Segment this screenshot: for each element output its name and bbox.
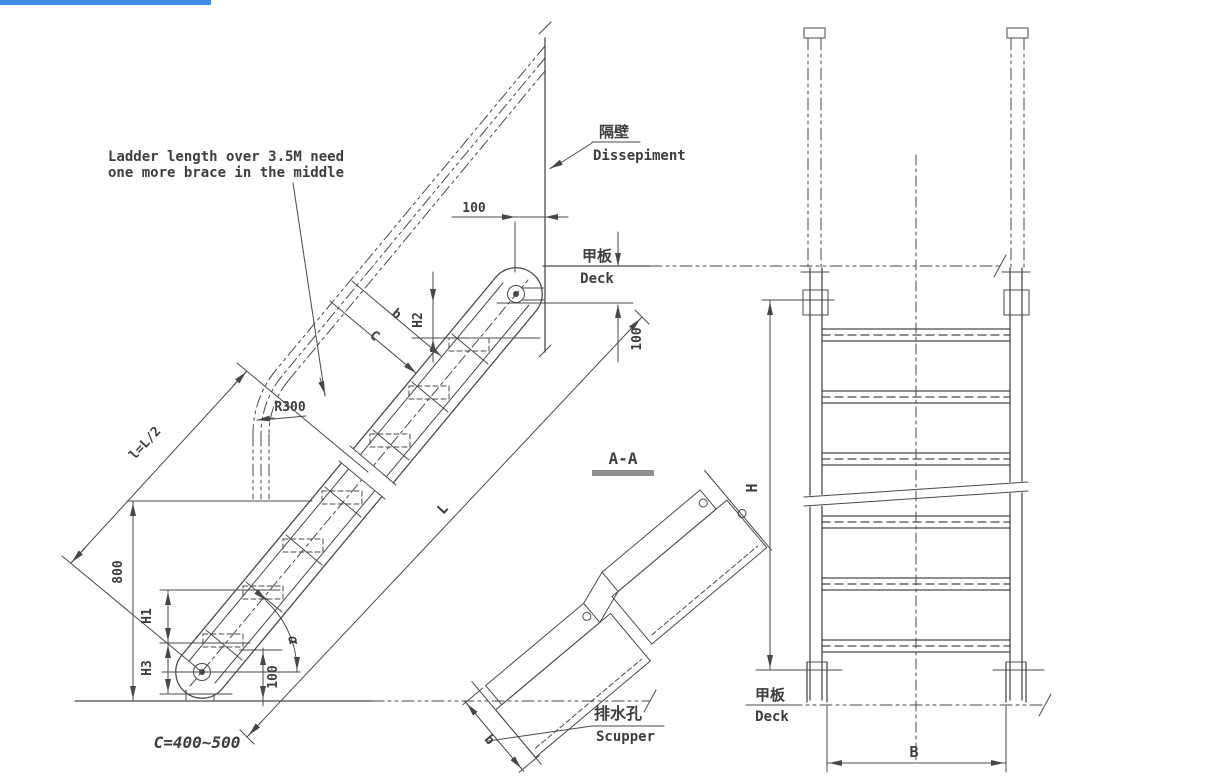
ladder-front — [755, 267, 1045, 703]
dim-label-below-deck: 100 — [630, 327, 645, 351]
note-annotation: Ladder length over 3.5M need one more br… — [108, 149, 344, 397]
dim-label-top-offset: 100 — [462, 201, 486, 216]
handrail-phantom — [252, 45, 546, 500]
dim-label-h3: H3 — [140, 660, 155, 676]
deck-line-side — [542, 254, 1007, 278]
front-view: 甲板 Deck H B — [743, 27, 1052, 773]
side-view: Ladder length over 3.5M need one more br… — [61, 21, 1007, 752]
dim-label-h1: H1 — [140, 608, 155, 624]
deck-label-side-cn: 甲板 — [582, 247, 613, 265]
bulkhead-label-en: Dissepiment — [593, 148, 686, 164]
dim-label-800: 800 — [111, 560, 126, 584]
bulkhead-label: 隔壁 Dissepiment — [549, 123, 686, 169]
section-title-underline — [592, 470, 654, 476]
dim-label-step-spacing: C=400~500 — [154, 733, 241, 752]
ladder-treads-side — [202, 333, 490, 661]
dim-label-b-side: b — [388, 306, 404, 323]
ladder-side — [175, 267, 545, 702]
scupper-label-cn: 排水孔 — [594, 704, 642, 723]
dim-label-h: H — [743, 483, 761, 492]
dim-label-half-length: l=L/2 — [127, 424, 165, 463]
section-body: b — [462, 469, 772, 773]
base-line — [74, 689, 657, 713]
section-title: A-A — [609, 449, 638, 468]
note-line2: one more brace in the middle — [108, 165, 344, 181]
bulkhead-line — [538, 21, 552, 358]
scupper-label-en: Scupper — [596, 729, 655, 745]
scupper-label: 排水孔 Scupper — [487, 704, 665, 745]
dim-label-h2: H2 — [411, 312, 426, 328]
bulkhead-label-cn: 隔壁 — [599, 123, 629, 141]
section-view-aa: A-A — [462, 449, 772, 773]
dim-label-b-front: B — [909, 743, 918, 761]
deck-label-side: 甲板 Deck — [580, 247, 614, 287]
deck-label-front-cn: 甲板 — [755, 686, 786, 704]
browser-loading-bar — [0, 0, 211, 5]
base-plates — [755, 661, 1045, 703]
deck-label-side-en: Deck — [580, 271, 614, 287]
deck-label-front: 甲板 Deck — [755, 686, 789, 725]
deck-label-front-en: Deck — [755, 709, 789, 725]
note-line1: Ladder length over 3.5M need — [108, 149, 344, 165]
dim-label-base-100: 100 — [266, 665, 281, 689]
deck-line-front — [745, 693, 1052, 717]
dim-label-length: L — [434, 501, 451, 518]
dim-label-alpha: α — [284, 635, 301, 647]
dimensions-front: H B — [743, 299, 1007, 773]
dimensions-side: 100 100 H2 C b — [61, 201, 650, 752]
stanchions — [803, 27, 1029, 269]
